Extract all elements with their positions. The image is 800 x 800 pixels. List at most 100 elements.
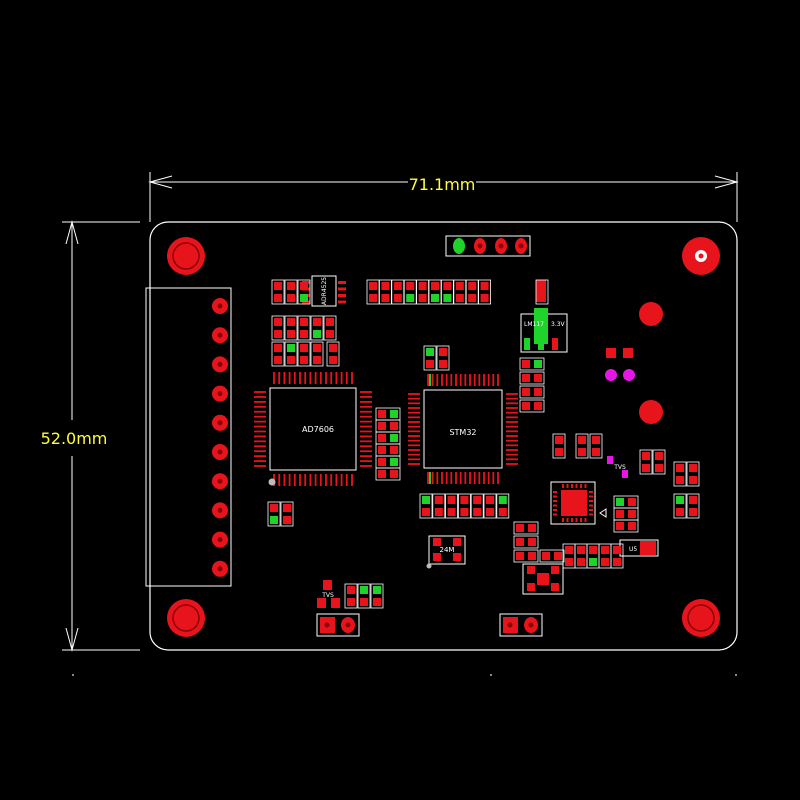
passive-outline (652, 449, 666, 475)
chip-pin (340, 372, 343, 384)
chip-pin (360, 450, 372, 453)
chip-pin (254, 465, 266, 467)
passive-pad (642, 452, 650, 460)
tvs-right-label: TVS (613, 464, 626, 471)
chip-pin (427, 374, 429, 386)
passive-pad (473, 508, 482, 516)
passive-pad (378, 410, 386, 418)
passive-outline (432, 493, 446, 519)
passive-pad (369, 282, 377, 290)
passive-pad (534, 374, 542, 382)
passive-pad (300, 356, 308, 364)
top-header-pin-hole (518, 243, 524, 249)
grid-marks (72, 674, 737, 676)
chip-pin (351, 474, 353, 486)
crystal-pad (453, 553, 461, 561)
chip-pin (506, 397, 518, 400)
passive-outline (391, 279, 405, 305)
passive-pad (689, 476, 697, 484)
qfn-pin (553, 491, 557, 493)
passive-outline (519, 371, 545, 385)
passive-pad (498, 508, 507, 516)
voltage-reference-pin (338, 281, 346, 284)
passive-outline (297, 315, 311, 341)
passive-pad (422, 508, 430, 516)
oscillator-center-pad (537, 573, 549, 585)
chip-pin (360, 391, 372, 393)
chip-pin (254, 430, 266, 433)
passive-pad (283, 504, 291, 512)
chip-pin (254, 450, 266, 453)
passive-pad (274, 294, 282, 302)
passive-pad (274, 344, 282, 352)
terminal-pin-hole (217, 449, 223, 455)
chip-pin (360, 410, 372, 413)
passive-pad (534, 360, 542, 368)
chip-pin (309, 372, 312, 384)
passive-pad (378, 458, 386, 466)
passive-pad (406, 282, 415, 290)
passive-pad (516, 552, 524, 560)
passive-pad (313, 344, 321, 352)
passive-pad (426, 360, 434, 368)
passive-pad (565, 558, 573, 566)
chip-pin (278, 474, 281, 486)
passive-outline (419, 493, 433, 519)
passive-outline (519, 385, 545, 399)
right-pad-lower (639, 400, 663, 424)
adc-chip: AD7606 (254, 372, 372, 486)
passive-pad (378, 470, 386, 478)
chip-pin (506, 463, 518, 465)
u5-label: U5 (629, 546, 637, 553)
tvs-right-pad (607, 456, 613, 464)
passive-pad (577, 558, 585, 566)
passive-pad (439, 348, 447, 356)
passive-pad (542, 552, 550, 560)
passive-pad (676, 464, 684, 472)
passive-pad (418, 294, 427, 302)
passive-outline (436, 345, 450, 371)
mounting-hole-bottom-right-inner (687, 604, 715, 632)
chip-pin (506, 411, 518, 414)
chip-pin (506, 407, 518, 409)
passive-pad (347, 586, 355, 594)
chip-pin (408, 425, 420, 428)
chip-pin (506, 430, 518, 433)
regulator: LM117 3.3V (520, 280, 568, 353)
passive-outline (610, 543, 624, 569)
passive-outline (445, 493, 459, 519)
passive-pad (616, 522, 624, 530)
passive-pad (555, 436, 563, 444)
terminal-pin-hole (217, 332, 223, 338)
passive-outline (326, 341, 340, 367)
passive-components (267, 279, 700, 609)
passive-pad (616, 498, 624, 506)
passive-pad (447, 496, 456, 504)
qfn-pin (553, 509, 557, 511)
passive-pad (516, 524, 524, 532)
oscillator-pad (551, 583, 559, 591)
passive-outline (535, 279, 549, 305)
chip-pin (273, 372, 275, 384)
passive-pad (460, 508, 469, 516)
chip-pin (340, 474, 343, 486)
terminal-pin-hole (217, 537, 223, 543)
chip-pin (360, 435, 372, 438)
height-arrow-bottom (65, 627, 79, 652)
passive-pad (592, 436, 600, 444)
qfn-pin (553, 513, 557, 516)
passive-pad (455, 282, 464, 290)
passive-pad (642, 464, 650, 472)
chip-pin (478, 374, 481, 386)
chip-pin (506, 458, 518, 461)
qfn-pin (562, 484, 564, 488)
passive-pad (287, 318, 295, 326)
qfn-pin (589, 491, 593, 493)
regulator-part-label: LM117 (524, 321, 544, 328)
bottom-header-left-outline (316, 613, 360, 637)
chip-pin (351, 372, 353, 384)
passive-pad (434, 508, 443, 516)
qfn-pin (553, 504, 557, 507)
chip-pin (254, 435, 266, 438)
